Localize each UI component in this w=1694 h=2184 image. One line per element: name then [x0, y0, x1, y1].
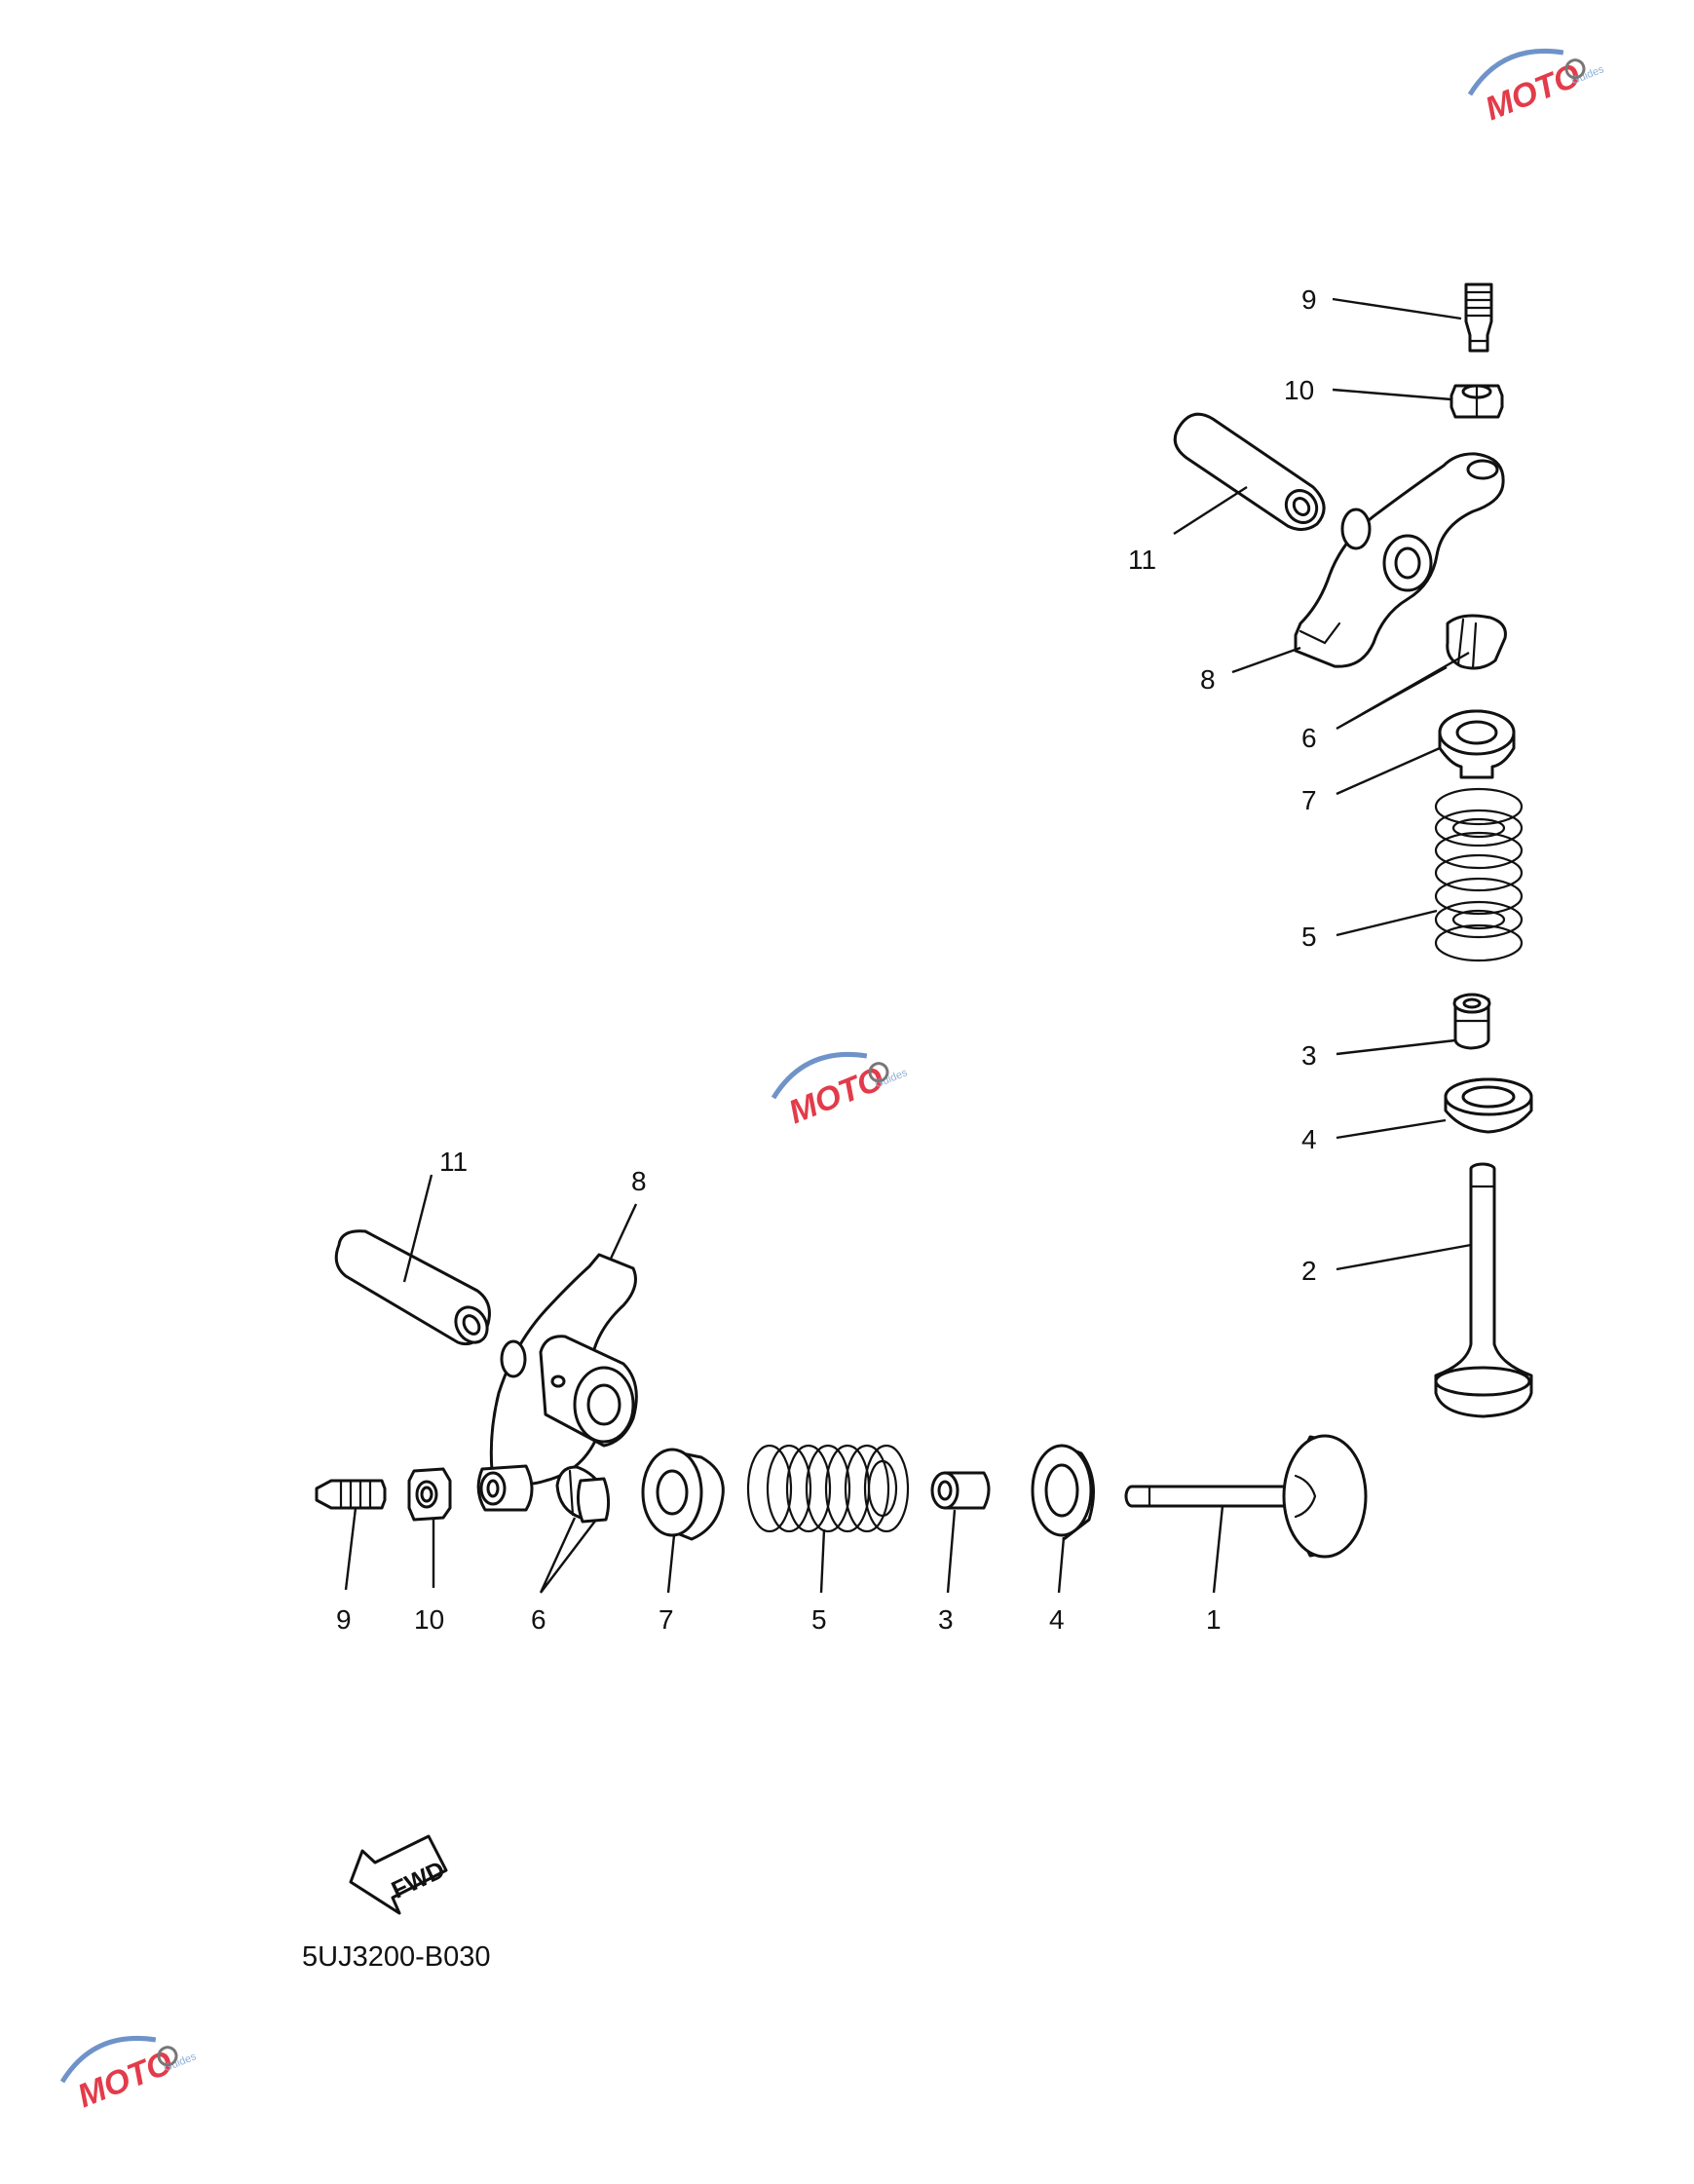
- locknut-part: [1449, 384, 1504, 419]
- watermark-gear-icon: [1564, 58, 1586, 80]
- forward-direction-arrow: FWD: [349, 1834, 449, 1915]
- leader-line: [1336, 746, 1441, 796]
- watermark-swoosh-icon: [771, 1051, 868, 1100]
- leader-line: [344, 1507, 358, 1591]
- callout-intake-valve: 1: [1206, 1604, 1222, 1635]
- leader-line: [1336, 651, 1470, 731]
- callout-spring-retainer: 7: [1301, 785, 1317, 815]
- leader-line: [1332, 297, 1462, 320]
- callout-rocker-arm: 8: [631, 1166, 647, 1196]
- callout-valve-cotter: 6: [1301, 723, 1317, 753]
- leader-line: [1212, 1505, 1224, 1594]
- leader-line: [1173, 485, 1248, 536]
- callout-adjusting-screw: 9: [336, 1604, 352, 1635]
- valve-spring-part: [1434, 787, 1524, 962]
- valve-stem-seal-part: [930, 1471, 991, 1510]
- leader-line: [1336, 1038, 1456, 1056]
- adjusting-screw-part: [1464, 282, 1493, 353]
- leader-line: [1057, 1536, 1066, 1594]
- valve-stem-seal-part: [1452, 993, 1491, 1050]
- rocker-arm-part: [1294, 452, 1505, 668]
- leader-line: [1336, 909, 1438, 937]
- leader-line: [819, 1528, 826, 1594]
- callout-rocker-shaft: 11: [439, 1147, 468, 1177]
- watermark-top-right: MOTO Guides: [1467, 48, 1606, 128]
- intake-valve-part: [1124, 1434, 1368, 1559]
- valve-spring-seat-part: [1444, 1077, 1533, 1134]
- valve-spring-seat-part: [1031, 1444, 1095, 1541]
- intake-valve-assembly: 11 8 9 10 6 7 5 3 4 1: [315, 1147, 1368, 1635]
- valve-spring-retainer-part: [1438, 709, 1516, 779]
- callout-rocker-arm: 8: [1200, 664, 1216, 695]
- adjusting-screw-part: [315, 1479, 387, 1510]
- callout-spring-retainer: 7: [659, 1604, 674, 1635]
- leader-line: [666, 1534, 676, 1594]
- callout-locknut: 10: [414, 1604, 444, 1635]
- exhaust-valve-assembly: 9 10 11 8 6 7 5 3 4 2: [1128, 282, 1533, 1418]
- callout-exhaust-valve: 2: [1301, 1256, 1317, 1286]
- leader-line: [1231, 646, 1301, 674]
- figure-code: 5UJ3200-B030: [302, 1941, 490, 1973]
- callout-spring-seat: 4: [1301, 1124, 1317, 1154]
- exhaust-valve-part: [1434, 1162, 1533, 1418]
- leader-line: [609, 1203, 638, 1260]
- watermark-center: MOTO Guides: [771, 1051, 910, 1131]
- valve-cotter-part: [1446, 614, 1507, 670]
- leader-line: [539, 1517, 597, 1594]
- watermark-swoosh-icon: [1467, 48, 1564, 96]
- callout-stem-seal: 3: [938, 1604, 954, 1635]
- watermark-bottom-left: MOTO Guides: [59, 2035, 199, 2115]
- callout-rocker-shaft: 11: [1128, 545, 1156, 575]
- valve-cotter-part: [555, 1465, 611, 1524]
- callout-valve-spring: 5: [1301, 922, 1317, 952]
- callout-spring-seat: 4: [1049, 1604, 1065, 1635]
- leader-line: [1336, 1243, 1472, 1271]
- leader-line: [946, 1509, 957, 1594]
- leader-line: [402, 1174, 433, 1283]
- rocker-shaft-part: [1173, 412, 1326, 531]
- callout-adjusting-screw: 9: [1301, 284, 1317, 315]
- fwd-arrow-icon: [349, 1834, 448, 1915]
- leader-line: [1336, 1118, 1447, 1140]
- rocker-shaft-part: [334, 1229, 491, 1346]
- watermark-gear-icon: [157, 2046, 178, 2067]
- watermark-swoosh-icon: [59, 2035, 157, 2084]
- leader-line: [1332, 388, 1452, 401]
- callout-stem-seal: 3: [1301, 1040, 1317, 1071]
- watermark-gear-icon: [868, 1062, 889, 1083]
- locknut-part: [407, 1467, 452, 1522]
- rocker-arm-part: [476, 1253, 638, 1512]
- callout-valve-spring: 5: [811, 1604, 827, 1635]
- callout-locknut: 10: [1284, 375, 1314, 405]
- valve-spring-retainer-part: [641, 1448, 725, 1541]
- callout-valve-cotter: 6: [531, 1604, 546, 1635]
- valve-spring-part: [746, 1444, 910, 1533]
